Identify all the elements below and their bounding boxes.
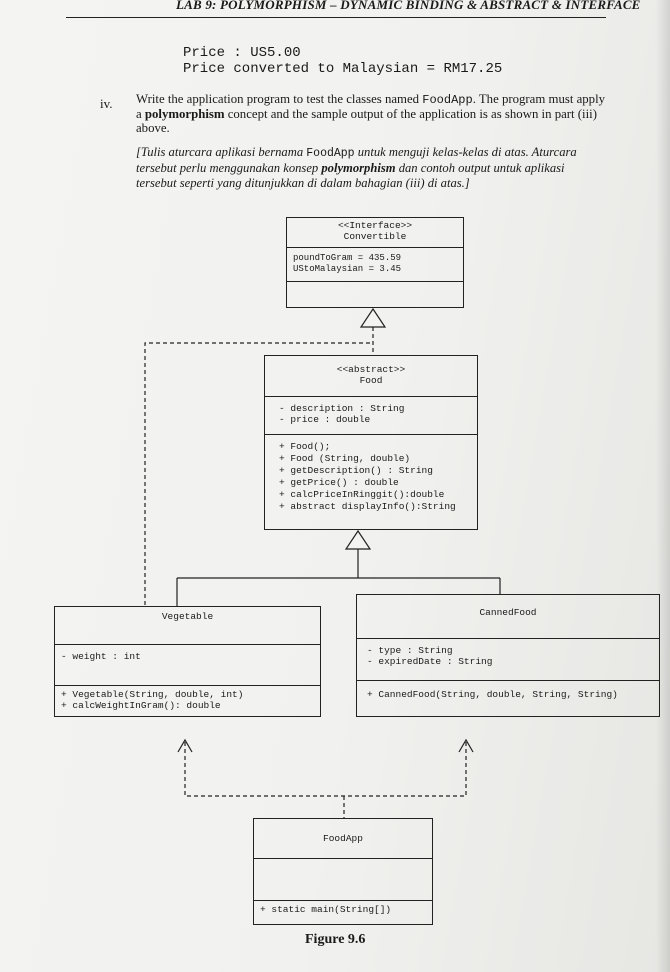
convertible-name: Convertible	[343, 231, 407, 242]
cannedfood-dependency-arrowhead	[458, 738, 474, 753]
convertible-methods	[287, 282, 463, 307]
food-method-1: + Food();	[279, 441, 331, 452]
vegetable-name: Vegetable	[161, 611, 214, 622]
food-method-3: + getDescription() : String	[279, 465, 433, 476]
cannedfood-name: CannedFood	[479, 607, 537, 618]
question-text-c: concept and the sample output of the app…	[136, 107, 597, 135]
foodapp-class-box: FoodApp + static main(String[])	[253, 818, 433, 925]
question-number: iv.	[100, 96, 113, 111]
vegetable-method-1: + Vegetable(String, double, int)	[61, 689, 244, 700]
vegetable-class-box: Vegetable - weight : int + Vegetable(Str…	[54, 606, 321, 717]
vegetable-dependency-arrowhead	[177, 738, 193, 753]
translation-emphasis: polymorphism	[321, 161, 396, 175]
food-method-5: + calcPriceInRinggit():double	[279, 489, 445, 500]
cannedfood-attr-1: - type : String	[367, 645, 453, 656]
convertible-attr-2: UStoMalaysian = 3.45	[293, 264, 402, 274]
sample-output-line-2: Price converted to Malaysian = RM17.25	[183, 61, 503, 77]
convertible-header: <<Interface>>Convertible	[287, 218, 463, 248]
translation-b: untuk menguji kelas-kelas di atas. Aturc…	[136, 145, 577, 175]
food-attributes: - description : String- price : double	[265, 397, 477, 435]
convertible-hollow-arrowhead	[359, 307, 387, 328]
translation-a: [Tulis aturcara aplikasi bernama	[136, 145, 307, 159]
food-name: Food	[359, 375, 383, 386]
header-rule	[66, 17, 606, 18]
page-edge-shadow	[656, 0, 670, 972]
convertible-stereotype: <<Interface>>	[337, 220, 413, 231]
vegetable-methods: + Vegetable(String, double, int)+ calcWe…	[55, 686, 320, 713]
food-header: <<abstract>>Food	[265, 356, 477, 397]
sample-output-line-1: Price : US5.00	[183, 45, 301, 61]
convertible-interface-box: <<Interface>>Convertible poundToGram = 4…	[286, 217, 464, 308]
food-stereotype: <<abstract>>	[336, 364, 406, 375]
foodapp-dependency-line	[184, 742, 467, 797]
foodapp-method-1: + static main(String[])	[260, 904, 392, 915]
question-emphasis: polymorphism	[144, 107, 225, 121]
food-attr-2: - price : double	[279, 414, 371, 425]
vegetable-realizes-convertible-line	[144, 342, 373, 605]
foodapp-methods: + static main(String[])	[254, 901, 432, 917]
question-text-b: . The program must apply a	[136, 92, 606, 121]
food-methods: + Food();+ Food (String, double)+ getDes…	[265, 435, 477, 515]
translation-c: dan contoh output untuk aplikasi tersebu…	[136, 161, 565, 190]
figure-caption: Figure 9.6	[305, 932, 366, 947]
question-translation: [Tulis aturcara aplikasi bernama FoodApp…	[136, 145, 606, 191]
food-method-2: + Food (String, double)	[279, 453, 411, 464]
foodapp-name: FoodApp	[323, 833, 363, 844]
food-method-4: + getPrice() : double	[279, 477, 399, 488]
vegetable-method-2: + calcWeightInGram(): double	[61, 700, 221, 711]
question-text-a: Write the application program to test th…	[136, 92, 423, 106]
vegetable-attr-1: - weight : int	[61, 651, 141, 662]
foodapp-header: FoodApp	[254, 819, 432, 859]
convertible-attr-1: poundToGram = 435.59	[293, 253, 402, 263]
page-header: LAB 9: POLYMORPHISM – DYNAMIC BINDING & …	[176, 0, 641, 12]
cannedfood-header: CannedFood	[357, 595, 659, 639]
cannedfood-methods: + CannedFood(String, double, String, Str…	[357, 681, 659, 702]
translation-class-name: FoodApp	[306, 147, 355, 160]
food-inheritance-arrowhead	[344, 529, 372, 550]
foodapp-attributes	[254, 859, 432, 901]
cannedfood-class-box: CannedFood - type : String- expiredDate …	[356, 594, 660, 717]
food-attr-1: - description : String	[279, 403, 405, 414]
vegetable-header: Vegetable	[55, 607, 320, 645]
cannedfood-method-1: + CannedFood(String, double, String, Str…	[367, 689, 618, 700]
vegetable-attributes: - weight : int	[55, 645, 320, 686]
food-abstract-box: <<abstract>>Food - description : String-…	[264, 355, 478, 530]
question-class-name: FoodApp	[422, 93, 473, 107]
cannedfood-attr-2: - expiredDate : String	[367, 656, 493, 667]
cannedfood-attributes: - type : String- expiredDate : String	[357, 639, 659, 681]
food-method-6: + abstract displayInfo():String	[279, 501, 456, 512]
question-text: Write the application program to test th…	[136, 92, 606, 135]
